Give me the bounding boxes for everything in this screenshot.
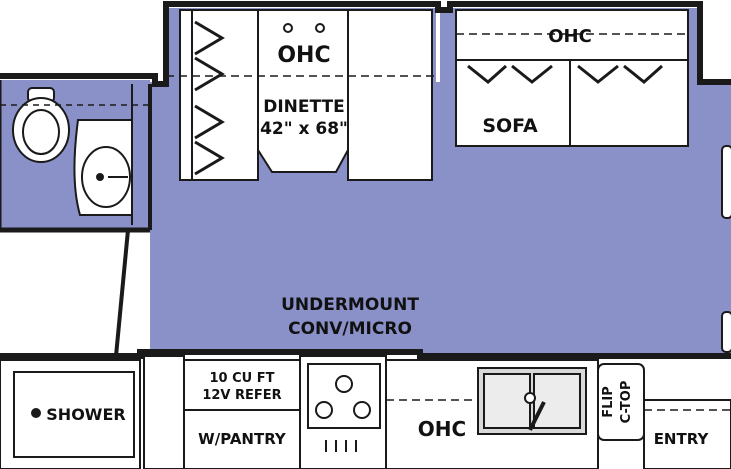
- refrigerator: [143, 355, 301, 469]
- pantry-label: W/PANTRY: [198, 430, 287, 448]
- refer-label-line1: 10 CU FT: [210, 371, 275, 386]
- ohc-kitchen-label: OHC: [418, 417, 466, 441]
- dinette-chevrons: [194, 20, 225, 176]
- shower-label: SHOWER: [46, 405, 125, 424]
- dinette-label: DINETTE: [263, 97, 344, 117]
- right-wall-fixture-bottom: [721, 311, 731, 353]
- walls: [0, 1, 731, 359]
- shower: [0, 359, 141, 469]
- sofa-chevrons: [467, 64, 663, 84]
- ohc-sofa-label: OHC: [548, 26, 592, 47]
- kitchen-sink: [477, 367, 587, 435]
- sofa-label: SOFA: [482, 115, 538, 137]
- refer-label-line2: 12V REFER: [202, 388, 281, 403]
- ctop-label: C-TOP: [619, 381, 634, 424]
- bathroom-sink: [73, 119, 133, 216]
- dinette: [179, 9, 433, 181]
- stove: [299, 355, 387, 469]
- flip-label: FLIP: [601, 386, 616, 418]
- entry-label: ENTRY: [654, 430, 710, 448]
- right-wall-fixture-top: [721, 145, 731, 219]
- conv-micro-label: CONV/MICRO: [288, 319, 412, 339]
- dinette-fixture-dots: [283, 23, 325, 33]
- toilet: [12, 87, 70, 163]
- undermount-label: UNDERMOUNT: [281, 295, 419, 315]
- entry: [643, 399, 731, 469]
- ohc-dinette-label: OHC: [277, 43, 330, 68]
- dinette-size-label: 42" x 68": [260, 119, 348, 139]
